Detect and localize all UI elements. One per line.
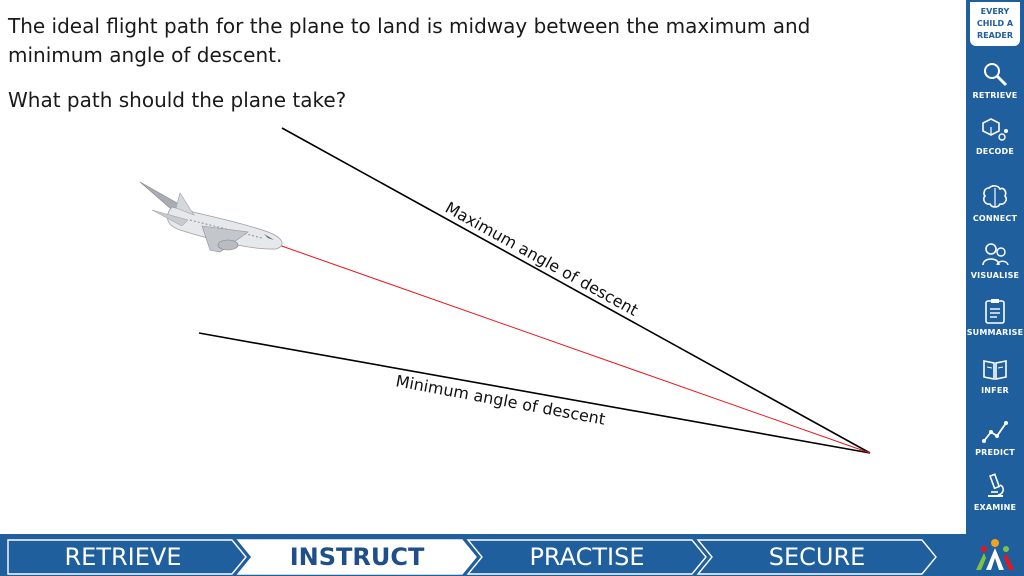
sidebar-label-infer: INFER [981, 386, 1009, 395]
stage-retrieve[interactable]: RETRIEVE [64, 543, 182, 571]
logo-text-2: CHILD A [976, 19, 1014, 28]
strategy-sidebar: EVERY CHILD A READER RETRIEVE DECODE CON… [966, 0, 1024, 534]
sidebar-label-examine: EXAMINE [973, 503, 1017, 512]
sidebar-item-predict[interactable]: PREDICT [966, 417, 1024, 457]
sidebar-item-retrieve[interactable]: RETRIEVE [966, 60, 1024, 100]
sidebar-label-connect: CONNECT [972, 214, 1018, 223]
sidebar-item-visualise[interactable]: VISUALISE [966, 240, 1024, 280]
sidebar-item-infer[interactable]: INFER [966, 355, 1024, 395]
people-icon [982, 243, 1009, 266]
magnifier-icon [984, 63, 1008, 87]
maximum-angle-label: Maximum angle of descent [442, 198, 641, 320]
sidebar-item-decode[interactable]: DECODE [966, 116, 1024, 156]
maximum-angle-line [281, 127, 871, 454]
reader-figures-logo-icon [976, 539, 1014, 570]
sidebar-item-connect[interactable]: CONNECT [966, 183, 1024, 223]
book-icon [983, 360, 1007, 380]
microscope-icon [988, 473, 1004, 497]
brain-icon [983, 185, 1007, 208]
sidebar-label-decode: DECODE [975, 147, 1015, 156]
question-text: The ideal flight path for the plane to l… [8, 14, 811, 67]
sidebar-label-retrieve: RETRIEVE [972, 91, 1018, 100]
trend-icon [982, 421, 1008, 443]
minimum-angle-line [198, 332, 871, 454]
cube-icon [982, 118, 1008, 141]
airplane-icon [139, 181, 283, 253]
clipboard-icon [985, 299, 1005, 324]
question-prompt: What path should the plane take? [8, 88, 347, 112]
sidebar-label-predict: PREDICT [975, 448, 1015, 457]
flight-path-diagram: Maximum angle of descent Minimum angle o… [139, 127, 871, 454]
stage-secure[interactable]: SECURE [768, 543, 866, 571]
ideal-flight-path-line [275, 243, 871, 454]
sidebar-item-summarise[interactable]: SUMMARISE [966, 297, 1024, 337]
every-child-a-reader-logo[interactable]: EVERY CHILD A READER [970, 2, 1020, 46]
stage-practise[interactable]: PRACTISE [529, 543, 645, 571]
sidebar-item-examine[interactable]: EXAMINE [966, 472, 1024, 512]
stage-instruct[interactable]: INSTRUCT [289, 543, 425, 571]
logo-text-3: READER [976, 31, 1014, 40]
sidebar-label-visualise: VISUALISE [970, 271, 1020, 280]
logo-text-1: EVERY [980, 7, 1010, 16]
sidebar-label-summarise: SUMMARISE [966, 328, 1024, 337]
